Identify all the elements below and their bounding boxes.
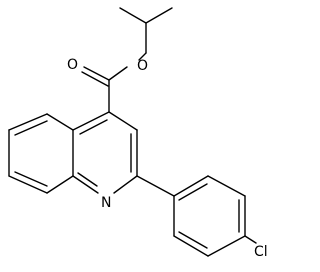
atom-labels: O O N Cl [67, 57, 268, 260]
benzo-ring [8, 113, 74, 194]
aryl-link [136, 175, 175, 197]
bond [72, 175, 99, 194]
structure-canvas: O O N Cl [8, 7, 268, 260]
bond [119, 7, 147, 24]
chlorophenyl-ring [173, 175, 257, 257]
ester-oxygen-label: O [137, 58, 148, 74]
bond [108, 66, 128, 81]
bond [77, 172, 98, 187]
bond [14, 171, 48, 187]
isopropyl-group [119, 7, 173, 54]
bond [81, 71, 109, 87]
bond [136, 175, 175, 197]
bond [173, 235, 209, 257]
bond [138, 52, 147, 61]
bond [244, 235, 257, 244]
bond [207, 235, 246, 257]
bond [72, 111, 110, 131]
bond [207, 175, 246, 197]
chlorine-label: Cl [254, 244, 268, 260]
bond [46, 113, 74, 131]
bond [145, 7, 173, 24]
bond [178, 231, 208, 249]
bond [79, 119, 108, 135]
bond [178, 183, 208, 201]
bond [173, 175, 209, 197]
skeletal-structure: O O N Cl [8, 7, 268, 260]
ring-nitrogen-label: N [101, 195, 111, 211]
bond [83, 66, 110, 81]
carbonyl-oxygen-label: O [67, 57, 78, 73]
pyridine-ring [72, 111, 138, 194]
bond [113, 175, 138, 194]
bond [14, 120, 48, 136]
bond [108, 111, 138, 131]
bond [46, 175, 74, 194]
ester-group [81, 52, 147, 113]
bond [8, 175, 48, 194]
bond [8, 113, 48, 131]
